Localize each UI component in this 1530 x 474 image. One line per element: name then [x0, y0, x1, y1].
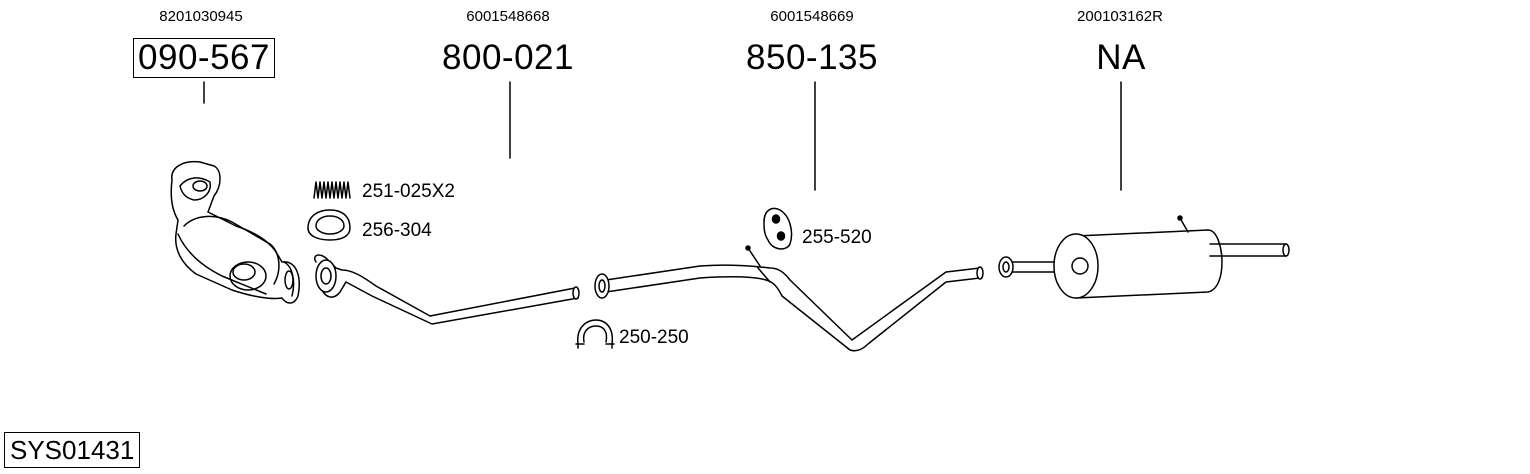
gasket-icon[interactable]: [307, 209, 351, 241]
gasket-part-label[interactable]: 256-304: [362, 220, 432, 241]
part-number-4[interactable]: NA: [1096, 38, 1146, 77]
spring-icon[interactable]: [313, 181, 351, 199]
clamp-icon[interactable]: [575, 319, 615, 349]
middle-pipe-icon[interactable]: [594, 245, 984, 352]
front-pipe-icon[interactable]: [314, 254, 580, 325]
system-code: SYS01431: [4, 432, 141, 468]
clamp-part-label[interactable]: 250-250: [619, 327, 689, 348]
oem-number-4: 200103162R: [1077, 8, 1163, 25]
rear-silencer-icon[interactable]: [998, 215, 1290, 299]
part-number-3[interactable]: 850-135: [746, 38, 878, 77]
part-number-1[interactable]: 090-567: [133, 38, 275, 78]
oem-number-3: 6001548669: [770, 8, 854, 25]
oem-number-1: 8201030945: [159, 8, 243, 25]
oem-number-2: 6001548668: [466, 8, 550, 25]
spring-part-label[interactable]: 251-025X2: [362, 181, 455, 202]
catalytic-converter-icon[interactable]: [170, 160, 300, 304]
hanger-part-label[interactable]: 255-520: [802, 227, 872, 248]
rubber-hanger-icon[interactable]: [763, 207, 793, 250]
part-number-2[interactable]: 800-021: [442, 38, 574, 77]
